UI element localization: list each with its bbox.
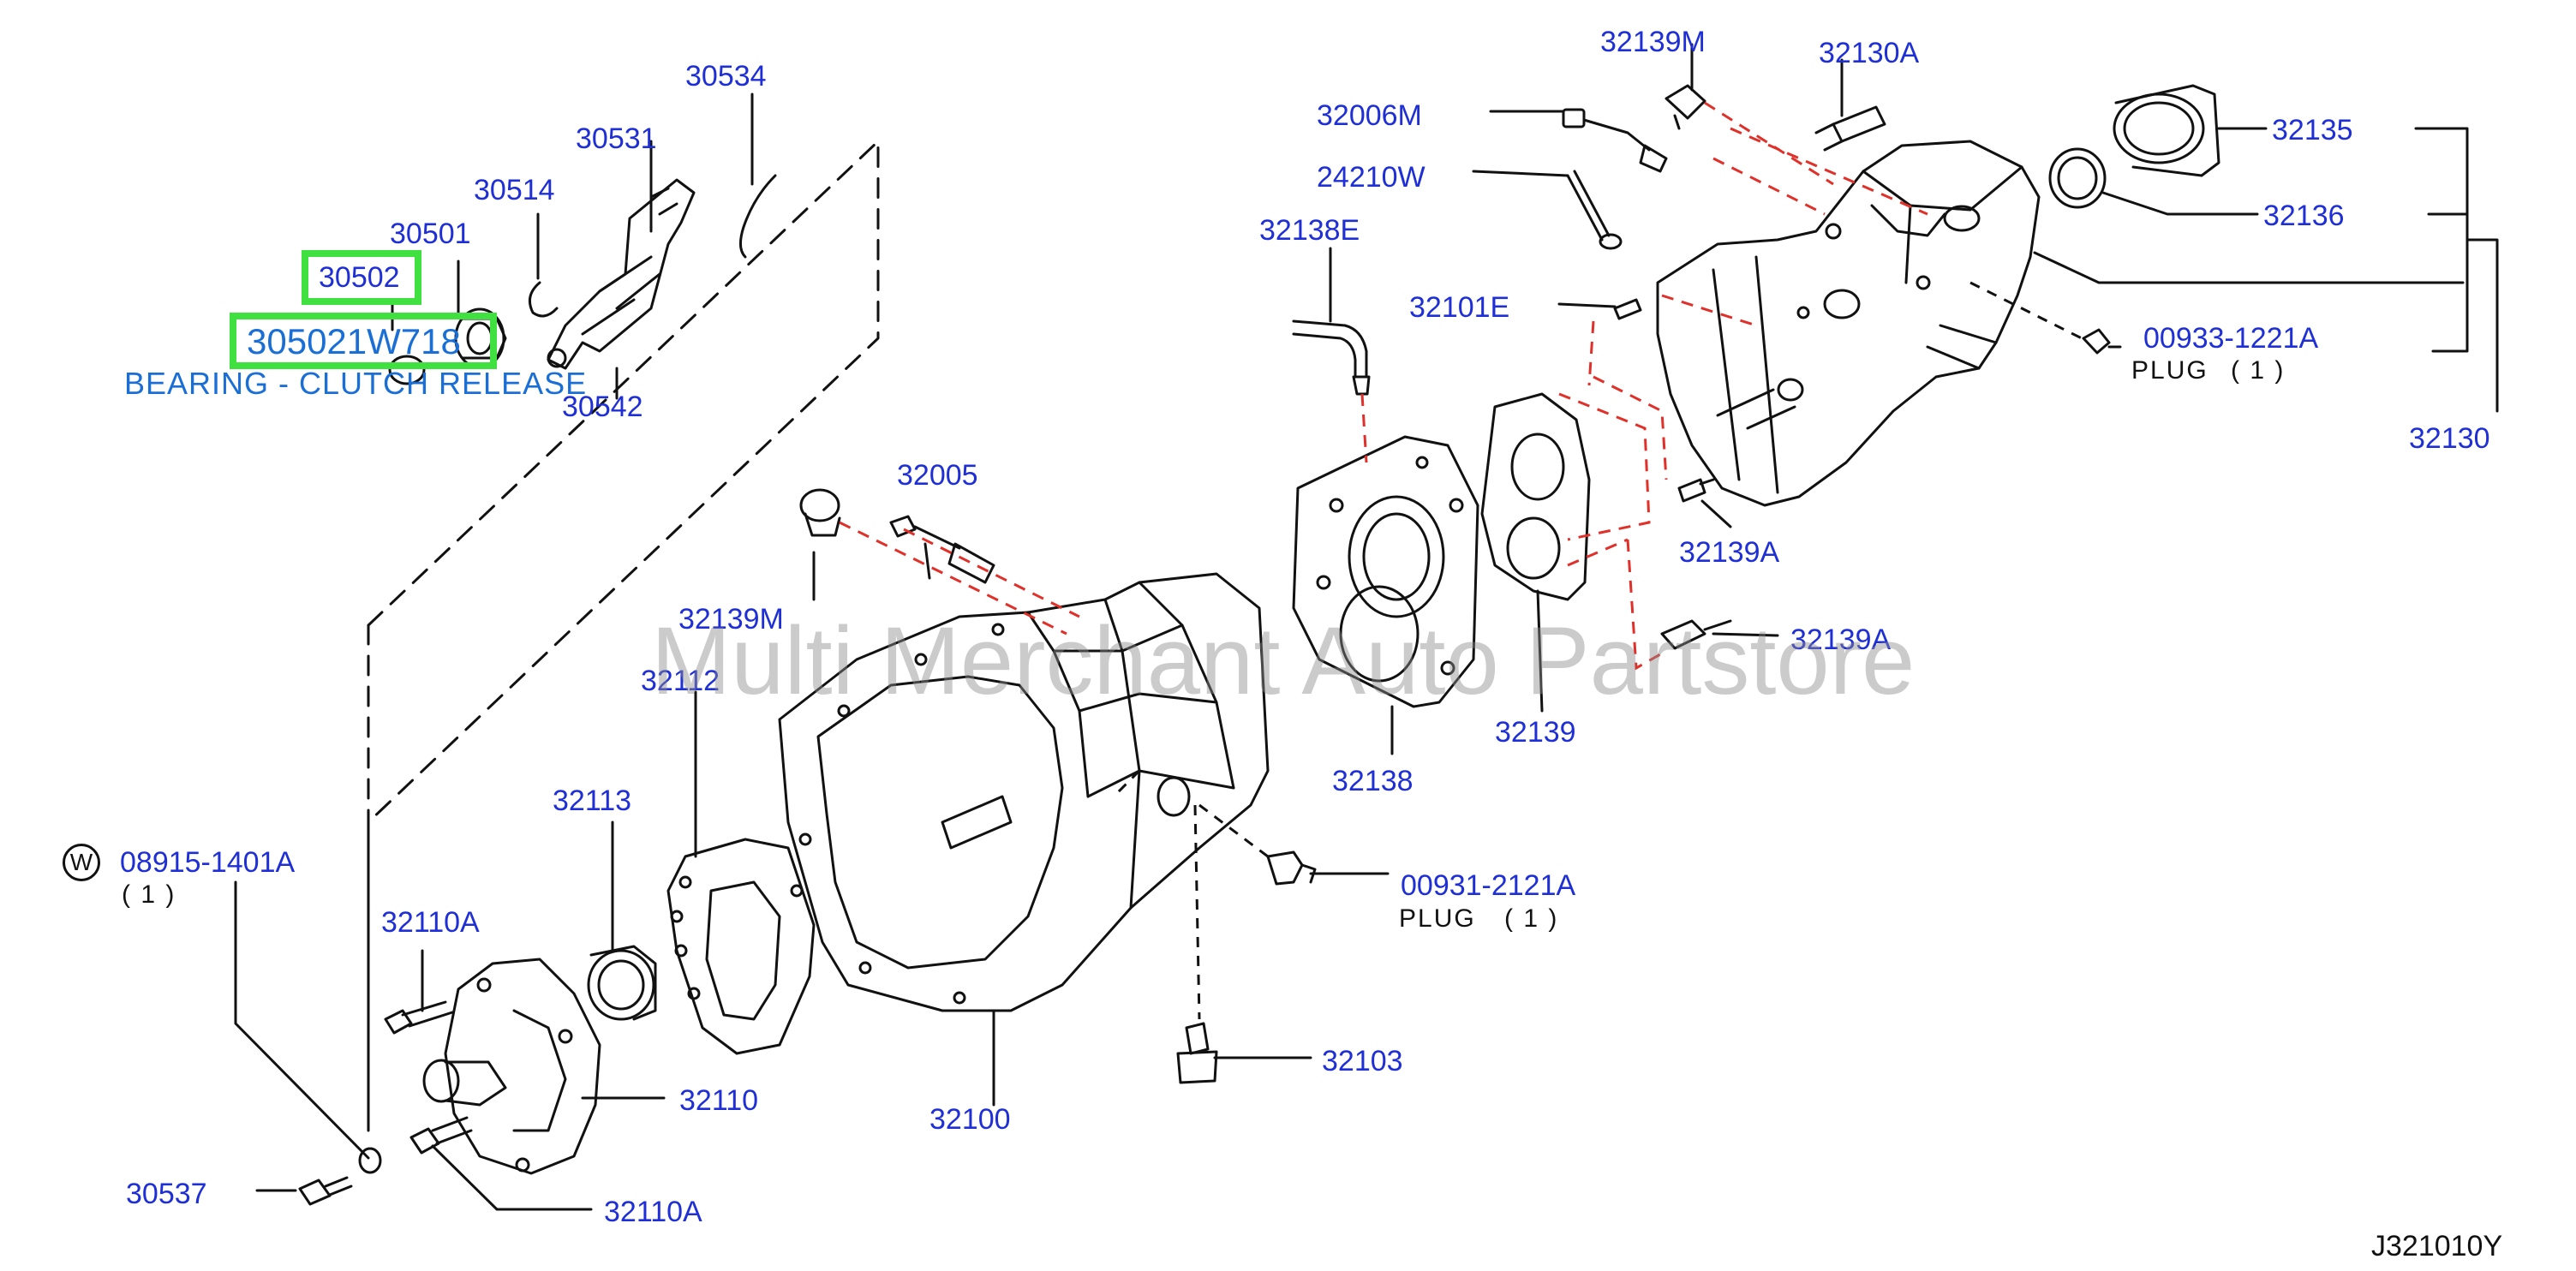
w-marker-icon: W bbox=[63, 844, 100, 881]
gasket-32139 bbox=[1480, 392, 1591, 601]
dipstick-24210W bbox=[1566, 170, 1611, 242]
bolt-32139A-1 bbox=[1677, 478, 1715, 503]
label-30542[interactable]: 30542 bbox=[562, 391, 643, 423]
diagram-code: J321010Y bbox=[2371, 1230, 2503, 1262]
qty-08915: ( 1 ) bbox=[122, 880, 176, 909]
oil-seal-32135 bbox=[2113, 84, 2220, 177]
label-30534[interactable]: 30534 bbox=[685, 60, 767, 92]
adapter-plate-32138 bbox=[1292, 435, 1479, 708]
label-305021W718[interactable]: 305021W718 bbox=[247, 321, 461, 361]
bushing-32136 bbox=[2048, 147, 2107, 209]
washer-08915 bbox=[358, 1147, 382, 1174]
label-32103[interactable]: 32103 bbox=[1322, 1045, 1403, 1077]
extension-housing-32130 bbox=[1656, 140, 2041, 507]
bolt-32139M-top bbox=[1665, 84, 1706, 130]
watermark: Multi Merchant Auto Partstore bbox=[651, 607, 1916, 714]
spring-clip-30534 bbox=[739, 174, 777, 259]
label-32110A-top[interactable]: 32110A bbox=[381, 906, 480, 939]
label-32101E[interactable]: 32101E bbox=[1409, 291, 1510, 324]
gasket-32112 bbox=[666, 838, 816, 1055]
plug-qty-mid: ( 1 ) bbox=[1504, 904, 1559, 933]
oil-seal-32113 bbox=[587, 945, 657, 1021]
label-32136[interactable]: 32136 bbox=[2263, 200, 2345, 232]
label-30501[interactable]: 30501 bbox=[390, 218, 471, 250]
label-32100[interactable]: 32100 bbox=[929, 1103, 1011, 1136]
label-30502[interactable]: 30502 bbox=[319, 261, 400, 294]
highlight-box-305021W718 bbox=[230, 313, 497, 369]
label-08915-1401A[interactable]: 08915-1401A bbox=[120, 846, 296, 879]
bolt-32139A-2 bbox=[1660, 619, 1732, 650]
label-32135[interactable]: 32135 bbox=[2272, 114, 2353, 146]
plug-label-mid: PLUG bbox=[1399, 904, 1476, 933]
label-32139[interactable]: 32139 bbox=[1495, 716, 1576, 749]
label-00931-2121A[interactable]: 00931-2121A bbox=[1401, 869, 1576, 902]
front-cover-32110 bbox=[422, 958, 601, 1175]
label-32139A-1[interactable]: 32139A bbox=[1679, 536, 1780, 569]
highlight-box-30502 bbox=[302, 250, 421, 305]
plug-00933 bbox=[2082, 328, 2111, 355]
label-32139M-top[interactable]: 32139M bbox=[1600, 26, 1706, 58]
label-32006M[interactable]: 32006M bbox=[1317, 99, 1422, 132]
label-32112[interactable]: 32112 bbox=[641, 665, 720, 697]
label-32110[interactable]: 32110 bbox=[679, 1084, 759, 1117]
label-30514[interactable]: 30514 bbox=[474, 174, 555, 206]
part-description: BEARING - CLUTCH RELEASE bbox=[124, 366, 588, 401]
plug-00931 bbox=[1266, 850, 1317, 886]
bolt-32110A-top bbox=[384, 1000, 454, 1035]
sensor-32005 bbox=[889, 515, 995, 584]
label-32139M-mid[interactable]: 32139M bbox=[678, 603, 784, 636]
pin-32101E bbox=[1613, 298, 1642, 320]
drain-plug-32103 bbox=[1176, 1022, 1218, 1084]
label-32110A-bottom[interactable]: 32110A bbox=[604, 1196, 702, 1228]
washer-bearing bbox=[388, 355, 426, 385]
clutch-group-boundary bbox=[367, 140, 880, 1132]
label-24210W[interactable]: 24210W bbox=[1317, 161, 1425, 194]
label-30531[interactable]: 30531 bbox=[576, 122, 657, 155]
label-32005[interactable]: 32005 bbox=[897, 459, 978, 492]
clip-30514 bbox=[528, 281, 559, 318]
label-32138[interactable]: 32138 bbox=[1332, 765, 1414, 797]
plug-label-top: PLUG bbox=[2131, 356, 2208, 385]
sensor-32006M bbox=[1562, 108, 1668, 173]
bolt-32139M-mid bbox=[799, 488, 841, 537]
tube-32138E bbox=[1292, 319, 1371, 396]
clutch-fork-30531 bbox=[547, 178, 696, 370]
label-32138E[interactable]: 32138E bbox=[1259, 214, 1360, 247]
bolt-32130A bbox=[1814, 105, 1886, 152]
bolt-32110A-bottom bbox=[409, 1116, 473, 1155]
label-32139A-2[interactable]: 32139A bbox=[1790, 624, 1892, 656]
plug-qty-top: ( 1 ) bbox=[2231, 356, 2286, 385]
label-00933-1221A[interactable]: 00933-1221A bbox=[2143, 322, 2319, 355]
label-32113[interactable]: 32113 bbox=[553, 785, 632, 817]
label-30537[interactable]: 30537 bbox=[126, 1178, 207, 1210]
label-32130A[interactable]: 32130A bbox=[1819, 37, 1920, 69]
bolt-30537 bbox=[298, 1176, 353, 1206]
label-32130[interactable]: 32130 bbox=[2409, 422, 2490, 455]
